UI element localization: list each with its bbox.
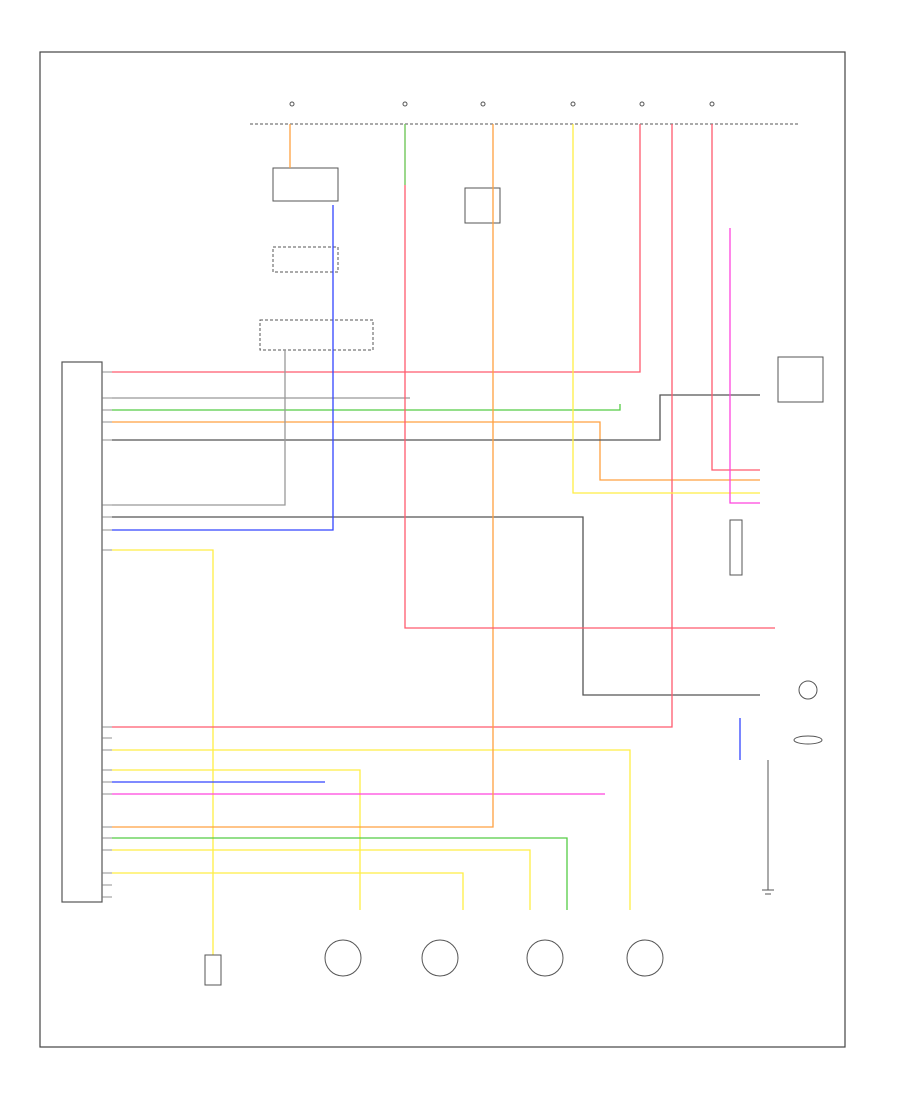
wire-red-4: [711, 124, 760, 471]
wire-orange-2: [112, 124, 494, 828]
wire-yellow-5: [572, 124, 760, 494]
right-rear-sensor-icon: [626, 939, 664, 977]
diagnostic-connector: [204, 954, 222, 986]
wire-orange: [112, 421, 760, 481]
wire-blue: [112, 205, 334, 531]
connector-bracket: [729, 519, 743, 576]
fuse-icon: [570, 101, 576, 107]
wire-yellow-green: [112, 549, 214, 955]
wire-yellow-3: [112, 849, 531, 910]
connector-box: [272, 246, 339, 273]
fuse-icon: [289, 101, 295, 107]
diagram-border: [39, 51, 846, 1048]
wire-green-2: [112, 837, 568, 910]
warning-lamp-icon: [798, 680, 818, 700]
fuse-icon: [639, 101, 645, 107]
wire-yellow-2: [112, 769, 361, 910]
wire-dark-gray: [112, 394, 760, 441]
wire-yellow-4: [112, 872, 464, 910]
fuse-icon: [480, 101, 486, 107]
left-rear-sensor-icon: [526, 939, 564, 977]
module-pin-stubs: [102, 371, 112, 898]
wire-yellow: [112, 749, 631, 910]
abs-control-module: [61, 361, 103, 903]
fuse-group: [289, 101, 715, 107]
resistor-icon: [793, 735, 823, 745]
wire-red-3: [404, 124, 775, 629]
wire-pink-2: [729, 228, 760, 504]
wire-green: [112, 404, 621, 411]
right-front-sensor-icon: [421, 939, 459, 977]
relay-box: [272, 167, 339, 202]
left-front-sensor-icon: [324, 939, 362, 977]
fuse-icon: [709, 101, 715, 107]
wire-red: [112, 124, 641, 373]
wire-gray-2: [112, 350, 286, 506]
wire-dark-gray-2: [112, 516, 760, 696]
wire-red-2: [112, 124, 673, 728]
wheel-speed-sensors: [324, 939, 664, 977]
diode-box: [259, 319, 374, 351]
brake-switch: [464, 187, 501, 224]
wires: [112, 124, 775, 955]
ground-icon: [762, 760, 774, 895]
pump-motor-relay: [777, 356, 824, 403]
fuse-icon: [402, 101, 408, 107]
